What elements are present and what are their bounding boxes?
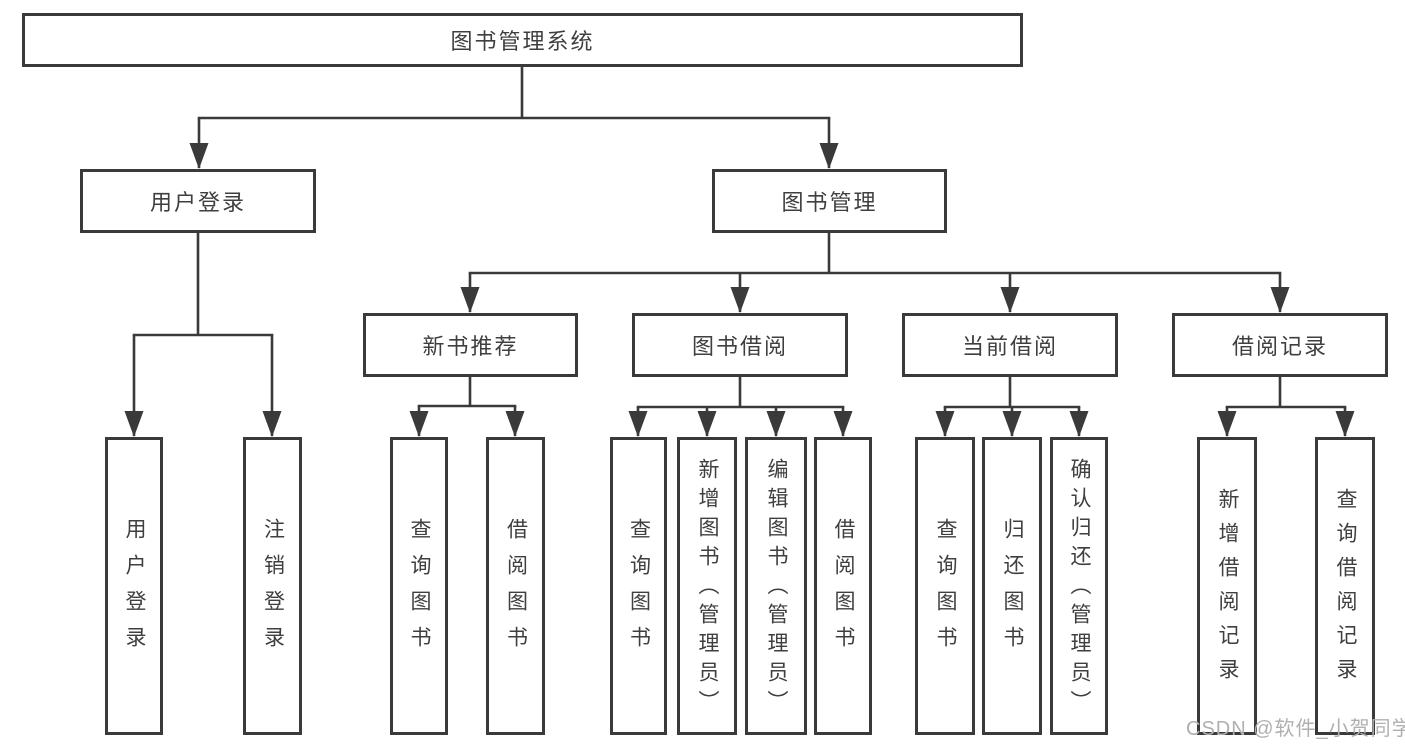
leaf-return-books-label: 归还图书 [1001, 518, 1024, 662]
leaf-query-books-current: 查询图书 [915, 437, 975, 735]
leaf-confirm-return-admin-label: 确认归还（管理员） [1068, 457, 1091, 719]
leaf-add-borrow-record: 新增借阅记录 [1197, 437, 1257, 735]
leaf-user-login-label: 用户登录 [123, 518, 146, 662]
csdn-watermark: CSDN @软件_小贺同学 [1186, 718, 1405, 740]
node-book-management-label: 图书管理 [781, 190, 878, 215]
leaf-add-books-admin: 新增图书（管理员） [677, 437, 737, 735]
node-borrow-records-label: 借阅记录 [1231, 334, 1328, 359]
leaf-edit-books-admin-label: 编辑图书（管理员） [765, 457, 788, 719]
leaf-edit-books-admin: 编辑图书（管理员） [745, 437, 807, 735]
node-user-login-label: 用户登录 [149, 190, 246, 215]
leaf-query-books-borrow-label: 查询图书 [627, 518, 651, 662]
node-root-label: 图书管理系统 [450, 29, 595, 54]
node-current-borrow: 当前借阅 [902, 313, 1118, 377]
leaf-add-books-admin-label: 新增图书（管理员） [696, 457, 719, 719]
leaf-logout: 注销登录 [243, 437, 302, 735]
node-user-login: 用户登录 [80, 169, 316, 233]
leaf-query-borrow-record-label: 查询借阅记录 [1334, 487, 1357, 692]
leaf-query-books-recommend: 查询图书 [390, 437, 448, 735]
leaf-logout-label: 注销登录 [261, 518, 285, 662]
leaf-borrow-books: 借阅图书 [814, 437, 872, 735]
node-new-book-recommend-label: 新书推荐 [422, 334, 519, 359]
leaf-query-books-borrow: 查询图书 [610, 437, 667, 735]
leaf-user-login: 用户登录 [105, 437, 163, 735]
node-book-borrow-label: 图书借阅 [691, 334, 788, 359]
node-current-borrow-label: 当前借阅 [961, 334, 1058, 359]
node-book-borrow: 图书借阅 [632, 313, 848, 377]
leaf-query-borrow-record: 查询借阅记录 [1315, 437, 1375, 735]
leaf-borrow-books-recommend: 借阅图书 [486, 437, 545, 735]
leaf-confirm-return-admin: 确认归还（管理员） [1050, 437, 1108, 735]
leaf-return-books: 归还图书 [982, 437, 1042, 735]
node-root-library-system: 图书管理系统 [22, 13, 1023, 67]
node-book-management: 图书管理 [712, 169, 947, 233]
leaf-borrow-books-recommend-label: 借阅图书 [504, 518, 528, 662]
node-borrow-records: 借阅记录 [1172, 313, 1388, 377]
leaf-query-books-current-label: 查询图书 [934, 518, 957, 662]
leaf-borrow-books-label: 借阅图书 [832, 518, 855, 662]
node-new-book-recommend: 新书推荐 [363, 313, 578, 377]
leaf-add-borrow-record-label: 新增借阅记录 [1216, 487, 1239, 692]
leaf-query-books-recommend-label: 查询图书 [408, 518, 431, 662]
